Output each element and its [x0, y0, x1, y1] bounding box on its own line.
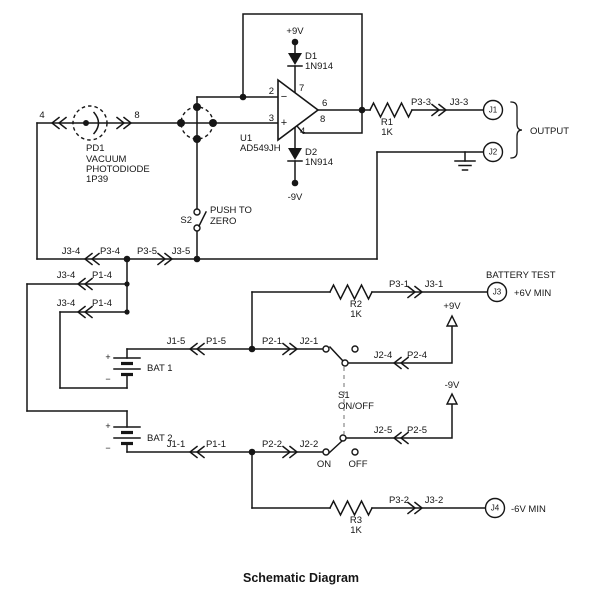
pd1-desc1: VACUUM: [86, 154, 127, 165]
wire-label-j3-2: J3-2: [425, 495, 443, 506]
wire-label-p1-1: P1-1: [206, 439, 226, 450]
wire-label-j3-5: J3-5: [172, 246, 190, 257]
opamp-ref: U1: [240, 133, 252, 144]
junction-dots: [123, 38, 366, 456]
vplus-right-label: +9V: [443, 301, 461, 312]
wire-label-p3-1: P3-1: [389, 279, 409, 290]
battery-bat2: + − BAT 2: [105, 421, 172, 453]
opamp-pin3: 3: [269, 113, 274, 124]
diode-d1: +9V D1 1N914: [286, 26, 333, 72]
j2-label: J2: [489, 148, 498, 157]
vminus-bottom-label: -9V: [288, 192, 303, 203]
j4-label: J4: [491, 504, 500, 513]
opamp-part: AD549JH: [240, 143, 281, 154]
d1-part: 1N914: [305, 61, 333, 72]
switch-s1: S1 ON/OFF ON OFF: [317, 345, 374, 470]
wire-label-j3-4-b: J3-4: [57, 298, 75, 309]
pd1-pin-right: 8: [134, 110, 139, 121]
wire-label-j1-1: J1-1: [167, 439, 185, 450]
opamp-pin2: 2: [269, 86, 274, 97]
j3-label: J3: [493, 288, 502, 297]
opamp-pin4: 4: [300, 126, 305, 137]
wire-label-j2-1: J2-1: [300, 336, 318, 347]
wire-label-p2-5: P2-5: [407, 425, 427, 436]
wire-label-p3-4: P3-4: [100, 246, 120, 257]
battery-bat1: + − BAT 1: [105, 352, 172, 384]
wire-label-j2-5: J2-5: [374, 425, 392, 436]
pd1-ref: PD1: [86, 143, 104, 154]
wire-label-p1-4-b: P1-4: [92, 298, 112, 309]
wire-label-j2-4: J2-4: [374, 350, 392, 361]
bat2-label: BAT 2: [147, 433, 173, 444]
wire-label-j2-2: J2-2: [300, 439, 318, 450]
bat1-minus-sign: −: [105, 374, 110, 384]
s1-caption: ON/OFF: [338, 401, 374, 412]
wire-label-j3-4-com: J3-4: [62, 246, 80, 257]
bat1-label: BAT 1: [147, 363, 173, 374]
d2-part: 1N914: [305, 157, 333, 168]
wire-label-p3-2: P3-2: [389, 495, 409, 506]
ground-icon: [454, 151, 476, 171]
output-brace: OUTPUT: [510, 101, 569, 159]
s2-caption2: ZERO: [210, 216, 236, 227]
pd1-part: 1P39: [86, 174, 108, 185]
opamp-pin8: 8: [320, 114, 325, 125]
vplus-right-arrow-icon: +9V: [443, 301, 461, 327]
resistor-r2: R2 1K: [328, 283, 374, 320]
s2-ref: S2: [180, 215, 192, 226]
resistor-r3: R3 1K: [328, 499, 374, 536]
r3-ref: R3: [350, 515, 362, 526]
r2-ref: R2: [350, 299, 362, 310]
bat2-plus-sign: +: [105, 421, 110, 431]
bat1-plus-sign: +: [105, 352, 110, 362]
wire-label-j3-4-a: J3-4: [57, 270, 75, 281]
bat2-minus-sign: −: [105, 443, 110, 453]
photodiode-pd1: 4 8 PD1 VACUUM PHOTODIODE 1P39: [39, 105, 150, 185]
pd1-desc2: PHOTODIODE: [86, 164, 150, 175]
r1-val: 1K: [381, 127, 393, 138]
s2-caption1: PUSH TO: [210, 205, 252, 216]
j1-label: J1: [489, 106, 498, 115]
wire-label-p2-1: P2-1: [262, 336, 282, 347]
s1-ref: S1: [338, 390, 350, 401]
guard-ring: [177, 103, 217, 143]
output-label: OUTPUT: [530, 126, 569, 137]
d2-ref: D2: [305, 147, 317, 158]
s1-on-label: ON: [317, 459, 331, 470]
wire-label-j1-5: J1-5: [167, 336, 185, 347]
opamp-inv-sign: −: [281, 91, 287, 103]
wire-label-p1-5: P1-5: [206, 336, 226, 347]
pd1-pin-left: 4: [39, 110, 44, 121]
vminus-right-label: -9V: [445, 380, 460, 391]
jack-j3: J3: [486, 281, 508, 303]
wire-label-p1-4-a: P1-4: [92, 270, 112, 281]
wire-label-p2-2: P2-2: [262, 439, 282, 450]
page-title: Schematic Diagram: [243, 571, 359, 585]
vplus-top-label: +9V: [286, 26, 304, 37]
r1-ref: R1: [381, 117, 393, 128]
wire-label-p2-4: P2-4: [407, 350, 427, 361]
wire-label-j3-3: J3-3: [450, 97, 468, 108]
resistor-r1: R1 1K: [368, 101, 414, 138]
jack-j1: J1: [482, 99, 504, 121]
battery-test-label: BATTERY TEST: [486, 270, 556, 281]
switch-s2: S2 PUSH TO ZERO: [180, 205, 252, 232]
jack-j2: J2: [482, 141, 504, 163]
wire-label-p3-5: P3-5: [137, 246, 157, 257]
opamp-noninv-sign: +: [281, 117, 287, 129]
d1-ref: D1: [305, 51, 317, 62]
plus6-label: +6V MIN: [514, 288, 551, 299]
opamp-pin6: 6: [322, 98, 327, 109]
vminus-right-arrow-icon: -9V: [445, 380, 460, 405]
opamp-u1: − + 2 3 7 4 6 8 U1 AD549JH: [240, 78, 327, 154]
s1-off-label: OFF: [349, 459, 368, 470]
jack-j4: J4: [484, 497, 506, 519]
opamp-pin7: 7: [299, 83, 304, 94]
wire-label-p3-3: P3-3: [411, 97, 431, 108]
diode-d2: D2 1N914 -9V: [287, 147, 333, 203]
r3-val: 1K: [350, 525, 362, 536]
minus6-label: -6V MIN: [511, 504, 546, 515]
r2-val: 1K: [350, 309, 362, 320]
wire-label-j3-1: J3-1: [425, 279, 443, 290]
